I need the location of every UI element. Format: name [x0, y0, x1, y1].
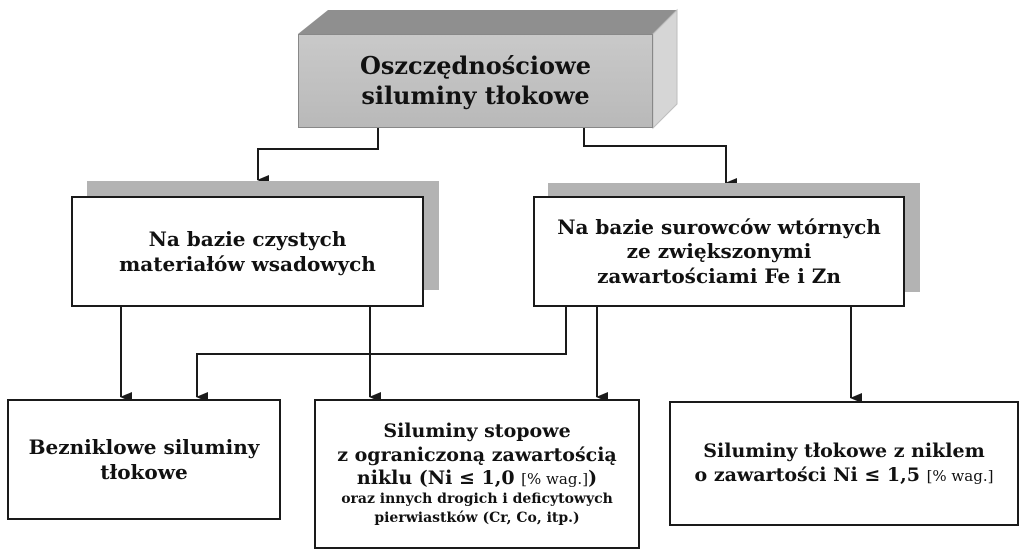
- right-node-line-3: zawartościami Fe i Zn: [597, 263, 841, 288]
- stopowe-line-2: z ograniczoną zawartością: [337, 443, 617, 466]
- nikiel-line-1: Siluminy tłokowe z niklem: [703, 440, 985, 463]
- left-node: Na bazie czystych materiałów wsadowych: [71, 196, 424, 307]
- arrow-right-to-bezniklowe: [196, 307, 567, 402]
- left-node-line-1: Na bazie czystych: [148, 227, 347, 252]
- arrow-root-to-right: [583, 124, 737, 188]
- left-node-line-2: materiałów wsadowych: [119, 251, 376, 276]
- stopowe-line-1: Siluminy stopowe: [383, 420, 571, 443]
- root-box-top-face: [298, 10, 677, 34]
- right-node-line-2: ze zwiększonymi: [626, 239, 812, 264]
- root-box-side-face: [652, 8, 678, 130]
- nikiel-node: Siluminy tłokowe z niklem o zawartości N…: [669, 401, 1019, 526]
- nikiel-line-2: o zawartości Ni ≤ 1,5 [% wag.]: [695, 464, 994, 487]
- bezniklowe-node: Bezniklowe siluminy tłokowe: [7, 399, 281, 520]
- stopowe-line-5: pierwiastków (Cr, Co, itp.): [374, 509, 580, 526]
- stopowe-line-3-end: ): [588, 466, 598, 489]
- nikiel-line-2-main: o zawartości Ni ≤ 1,5: [694, 463, 920, 486]
- arrow-root-to-left: [257, 124, 379, 185]
- root-node: Oszczędnościowe siluminy tłokowe: [298, 34, 653, 128]
- stopowe-line-3: niklu (Ni ≤ 1,0 [% wag.]): [357, 467, 597, 490]
- root-line-1: Oszczędnościowe: [360, 51, 591, 80]
- bezniklowe-line-1: Bezniklowe siluminy: [28, 435, 260, 460]
- stopowe-node: Siluminy stopowe z ograniczoną zawartośc…: [314, 399, 640, 549]
- root-line-2: siluminy tłokowe: [361, 81, 590, 110]
- stopowe-unit: [% wag.]: [521, 469, 589, 488]
- stopowe-line-3-main: niklu (Ni ≤ 1,0: [356, 466, 515, 489]
- stopowe-line-4: oraz innych drogich i deficytowych: [341, 490, 613, 507]
- bezniklowe-line-2: tłokowe: [100, 459, 188, 484]
- right-node-line-1: Na bazie surowców wtórnych: [557, 214, 881, 239]
- nikiel-unit: [% wag.]: [926, 466, 994, 485]
- right-node: Na bazie surowców wtórnych ze zwiększony…: [533, 196, 905, 307]
